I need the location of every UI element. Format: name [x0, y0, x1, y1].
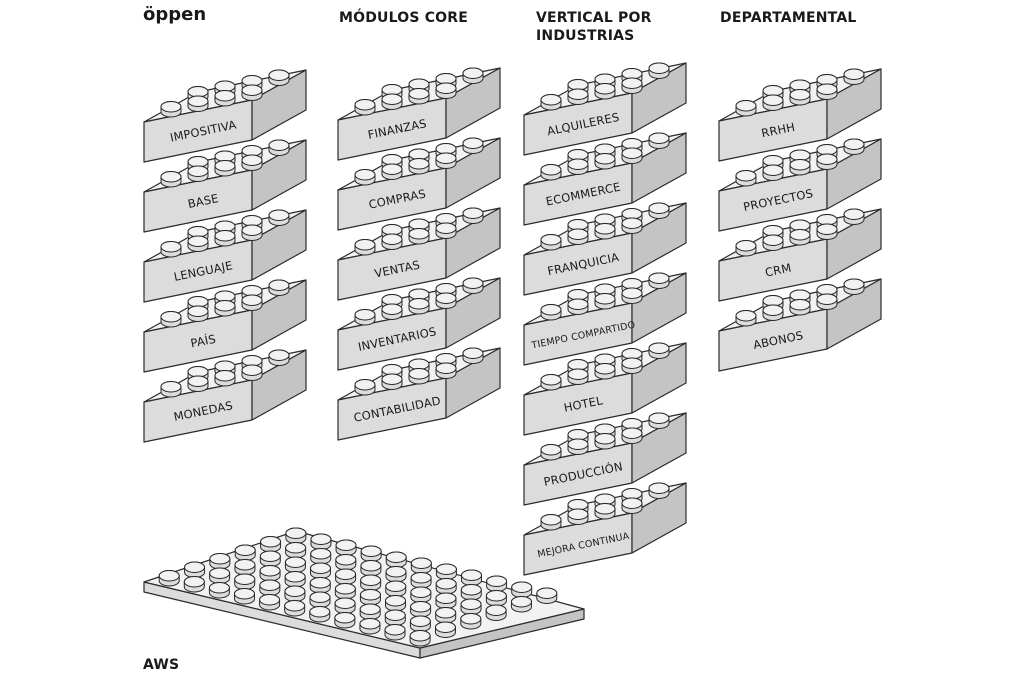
column-heading-vertical-line-2: INDUSTRIAS: [536, 28, 635, 44]
column-heading-vertical: VERTICAL POR INDUSTRIAS: [536, 9, 706, 45]
core-brick-3: VENTAS: [337, 207, 501, 301]
oppen-brand-title: öppen: [143, 4, 207, 25]
column-heading-core-line-1: MÓDULOS CORE: [339, 10, 469, 26]
oppen-brick-5: MONEDAS: [143, 349, 307, 443]
vertical-brick-5: HOTEL: [523, 342, 687, 436]
column-heading-departamental: DEPARTAMENTAL: [720, 9, 856, 27]
column-heading-core: MÓDULOS CORE: [339, 9, 468, 27]
column-heading-departamental-line-1: DEPARTAMENTAL: [720, 10, 857, 26]
departamental-brick-4: ABONOS: [718, 278, 882, 372]
vertical-brick-4: TIEMPO COMPARTIDO: [523, 272, 687, 366]
vertical-brick-7: MEJORA CONTINUA: [523, 482, 687, 576]
core-brick-1: FINANZAS: [337, 67, 501, 161]
oppen-brick-4-label: PAÍS: [189, 331, 217, 351]
oppen-brick-4: PAÍS: [143, 279, 307, 373]
vertical-brick-1: ALQUILERES: [523, 62, 687, 156]
vertical-brick-2: ECOMMERCE: [523, 132, 687, 226]
departamental-brick-2: PROYECTOS: [718, 138, 882, 232]
departamental-brick-3: CRM: [718, 208, 882, 302]
oppen-brick-3: LENGUAJE: [143, 209, 307, 303]
oppen-brick-2-label: BASE: [187, 191, 220, 211]
oppen-brick-2: BASE: [143, 139, 307, 233]
oppen-brick-1: IMPOSITIVA: [143, 69, 307, 163]
base-plate-label: AWS: [143, 657, 180, 673]
core-brick-4: INVENTARIOS: [337, 277, 501, 371]
departamental-brick-3-label: CRM: [764, 261, 793, 280]
aws-base-plate: [143, 527, 585, 659]
core-brick-2: COMPRAS: [337, 137, 501, 231]
column-heading-vertical-line-1: VERTICAL POR: [536, 10, 652, 26]
vertical-brick-3: FRANQUICIA: [523, 202, 687, 296]
vertical-brick-6: PRODUCCIÓN: [523, 412, 687, 506]
core-brick-5: CONTABILIDAD: [337, 347, 501, 441]
departamental-brick-1: RRHH: [718, 68, 882, 162]
departamental-brick-1-label: RRHH: [760, 120, 796, 141]
